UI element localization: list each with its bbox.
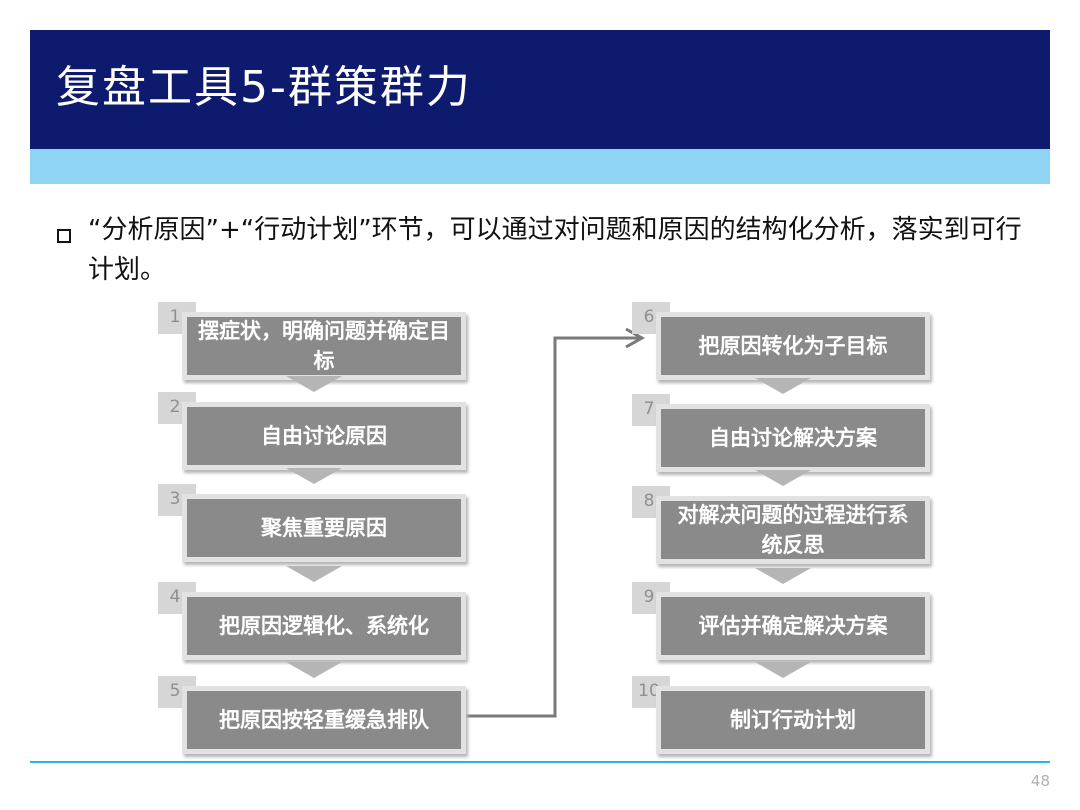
step-box: 自由讨论解决方案 (656, 404, 930, 472)
step-number: 8 (643, 491, 655, 511)
step-8: 8 对解决问题的过程进行系统反思 (632, 486, 930, 564)
footer-divider (30, 761, 1050, 763)
step-box: 摆症状，明确问题并确定目标 (182, 312, 466, 380)
step-box: 把原因逻辑化、系统化 (182, 592, 466, 660)
step-box: 自由讨论原因 (182, 402, 466, 470)
page-number: 48 (1030, 772, 1050, 790)
step-number: 9 (643, 587, 655, 607)
step-5: 5 把原因按轻重缓急排队 (158, 676, 466, 754)
step-box: 聚焦重要原因 (182, 494, 466, 562)
step-label: 把原因逻辑化、系统化 (219, 614, 429, 638)
step-box: 把原因转化为子目标 (656, 312, 930, 380)
step-label: 把原因转化为子目标 (698, 334, 888, 358)
down-chevron-icon (755, 662, 811, 678)
step-4: 4 把原因逻辑化、系统化 (158, 582, 466, 660)
step-number: 2 (169, 397, 181, 417)
step-label: 摆症状，明确问题并确定目标 (198, 319, 450, 373)
step-label: 评估并确定解决方案 (698, 614, 888, 638)
step-label: 自由讨论解决方案 (709, 426, 877, 450)
bullet-square-icon (57, 229, 71, 243)
step-label: 对解决问题的过程进行系统反思 (677, 503, 909, 557)
step-number: 10 (638, 681, 660, 701)
down-chevron-icon (755, 470, 811, 486)
step-10: 10 制订行动计划 (632, 676, 930, 754)
step-3: 3 聚焦重要原因 (158, 484, 466, 562)
step-7: 7 自由讨论解决方案 (632, 394, 930, 472)
step-box: 制订行动计划 (656, 686, 930, 754)
down-chevron-icon (286, 468, 342, 484)
step-number: 3 (169, 489, 181, 509)
down-chevron-icon (755, 568, 811, 584)
step-label: 把原因按轻重缓急排队 (219, 708, 429, 732)
step-2: 2 自由讨论原因 (158, 392, 466, 470)
step-number: 1 (169, 307, 181, 327)
bullet-text: “分析原因”+“行动计划”环节，可以通过对问题和原因的结构化分析，落实到可行计划… (88, 215, 1022, 285)
step-box: 把原因按轻重缓急排队 (182, 686, 466, 754)
step-number: 6 (643, 307, 655, 327)
step-box: 评估并确定解决方案 (656, 592, 930, 660)
step-number: 7 (643, 399, 655, 419)
step-box: 对解决问题的过程进行系统反思 (656, 496, 930, 564)
step-label: 制订行动计划 (730, 708, 856, 732)
down-chevron-icon (755, 378, 811, 394)
step-label: 自由讨论原因 (261, 424, 387, 448)
step-number: 4 (169, 587, 181, 607)
step-9: 9 评估并确定解决方案 (632, 582, 930, 660)
down-chevron-icon (286, 376, 342, 392)
step-6: 6 把原因转化为子目标 (632, 302, 930, 380)
down-chevron-icon (286, 566, 342, 582)
title-bar: 复盘工具5-群策群力 (30, 30, 1050, 149)
step-label: 聚焦重要原因 (261, 516, 387, 540)
step-number: 5 (169, 681, 181, 701)
slide-title: 复盘工具5-群策群力 (56, 62, 472, 113)
step-1: 1 摆症状，明确问题并确定目标 (158, 302, 466, 380)
title-accent-bar (30, 149, 1050, 184)
down-chevron-icon (286, 662, 342, 678)
